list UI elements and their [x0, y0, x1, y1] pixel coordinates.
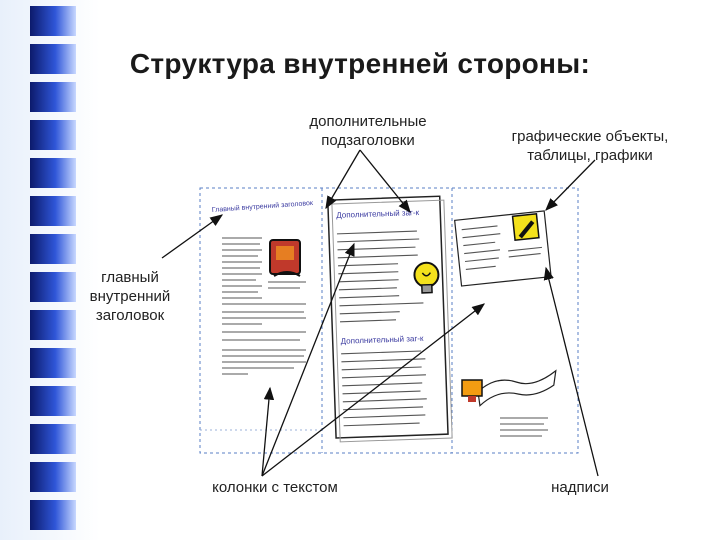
- label-columns: колонки с текстом: [212, 479, 338, 496]
- panel2-heading-top: Дополнительный заг-к: [336, 208, 420, 220]
- callout-arrows: [161, 149, 599, 477]
- panel-right: [454, 210, 557, 437]
- lightbulb-icon: [413, 261, 440, 294]
- stripe-bar: [30, 44, 76, 74]
- slide-title: Структура внутренней стороны:: [129, 48, 591, 79]
- book-icon: [269, 239, 301, 277]
- trophy-icon: [461, 379, 483, 402]
- pen-icon: [511, 212, 540, 241]
- stripe-bar: [30, 234, 76, 264]
- stripe-bar: [30, 462, 76, 492]
- panel1-heading-line1: Главный внутренний заголовок: [212, 199, 315, 214]
- stripe-bar: [30, 386, 76, 416]
- panel-middle: Дополнительный заг-к Дополнительный заг-…: [327, 195, 453, 443]
- label-captions: надписи: [551, 479, 609, 496]
- panel2-heading-bottom: Дополнительный заг-к: [341, 334, 425, 346]
- stripe-bar: [30, 424, 76, 454]
- label-subheadings: дополнительные подзаголовки: [309, 113, 427, 149]
- stripe-bar: [30, 120, 76, 150]
- brochure-frame: [199, 187, 579, 454]
- panel-left: Главный внутренний заголовок: [200, 199, 322, 431]
- label-graphics: графические объекты, таблицы, графики: [511, 128, 669, 164]
- stripe-bar: [30, 500, 76, 530]
- stripe-bar: [30, 158, 76, 188]
- stripe-bar: [30, 310, 76, 340]
- stripe-bar: [30, 272, 76, 302]
- stripe-bar: [30, 348, 76, 378]
- label-main-heading: главный внутренний заголовок: [89, 269, 171, 324]
- stripe-bar: [30, 6, 76, 36]
- stripe-bar: [30, 82, 76, 112]
- stripe-bar: [30, 196, 76, 226]
